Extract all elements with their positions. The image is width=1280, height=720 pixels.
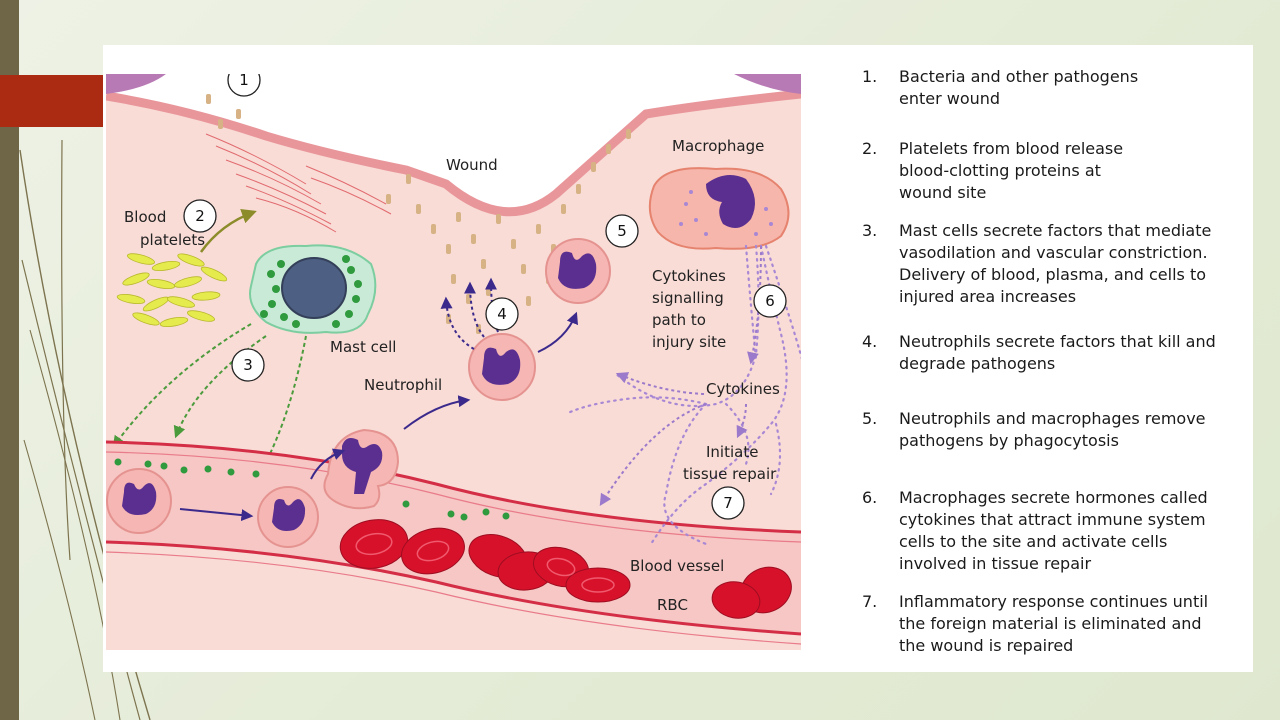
vessel-neutrophil-left [106, 468, 172, 534]
mast-cell-nucleus [281, 257, 347, 319]
step-line: Macrophages secrete hormones called [899, 488, 1208, 507]
marker-6: 6 [753, 284, 787, 318]
rbc-highlights [355, 532, 615, 593]
label-tissue-repair-2: tissue repair [683, 465, 777, 483]
marker-3: 3 [231, 348, 265, 382]
accent-block [0, 75, 103, 127]
step-text: Mast cells secrete factors that mediate … [899, 220, 1247, 308]
marker-4: 4 [485, 297, 519, 331]
step-number: 2. [862, 139, 878, 158]
cytokine-arrows [599, 245, 762, 507]
neutrophil-secretion-arrows [440, 277, 499, 350]
neutrophil-exit-arrow [403, 395, 471, 430]
step-line: Delivery of blood, plasma, and cells to [899, 265, 1207, 284]
step-text: Inflammatory response continues until th… [899, 591, 1247, 657]
label-macrophage: Macrophage [672, 137, 764, 155]
step-text: Bacteria and other pathogens enter wound [899, 66, 1247, 110]
step-number: 6. [862, 488, 878, 507]
skin-cap-right [734, 74, 801, 94]
svg-text:5: 5 [617, 222, 627, 240]
left-sidebar-bar [0, 0, 19, 720]
svg-text:6: 6 [765, 292, 775, 310]
vessel-flow-arrow [179, 508, 254, 522]
svg-text:1: 1 [239, 74, 249, 89]
marker-5: 5 [605, 214, 639, 248]
label-cytokines-path-2: signalling [652, 289, 724, 307]
step-line: involved in tissue repair [899, 554, 1092, 573]
label-cytokines-path-1: Cytokines [652, 267, 726, 285]
skin-cap-left [106, 74, 166, 94]
phagocyte-arrow [537, 311, 579, 353]
marker-2: 2 [183, 199, 217, 233]
step-number: 7. [862, 592, 878, 611]
air-region [106, 74, 801, 212]
step-line: the foreign material is eliminated and [899, 614, 1202, 633]
step-line: wound site [899, 183, 987, 202]
vessel-wall-bottom [106, 540, 801, 636]
bacteria [206, 94, 631, 344]
vessel-wall-bottom-inner [106, 551, 801, 645]
red-blood-cells [339, 519, 792, 619]
label-cytokines: Cytokines [706, 380, 780, 398]
step-number: 4. [862, 332, 878, 351]
platelets [116, 253, 228, 328]
step-text: Neutrophils secrete factors that kill an… [899, 331, 1247, 375]
step-text: Macrophages secrete hormones called cyto… [899, 487, 1247, 575]
label-neutrophil: Neutrophil [364, 376, 442, 394]
macrophage-granules [679, 190, 773, 236]
step-line: degrade pathogens [899, 354, 1056, 373]
phagocytic-neutrophil [545, 238, 611, 304]
step-line: blood-clotting proteins at [899, 161, 1101, 180]
mast-cell-arrows [112, 323, 307, 469]
label-blood-platelets-2: platelets [140, 231, 205, 249]
step-number: 5. [862, 409, 878, 428]
label-blood-vessel: Blood vessel [630, 557, 724, 575]
macrophage-nucleus [706, 175, 755, 228]
label-cytokines-path-3: path to [652, 311, 706, 329]
step-line: enter wound [899, 89, 1001, 108]
clotting-fibers [205, 133, 392, 233]
step-line: Neutrophils and macrophages remove [899, 409, 1206, 428]
step-line: cytokines that attract immune system [899, 510, 1206, 529]
step-line: Mast cells secrete factors that mediate [899, 221, 1212, 240]
step-line: Neutrophils secrete factors that kill an… [899, 332, 1216, 351]
step-line: Bacteria and other pathogens [899, 67, 1139, 86]
svg-text:2: 2 [195, 207, 205, 225]
tissue-neutrophil [468, 333, 536, 401]
label-rbc: RBC [657, 596, 688, 614]
vessel-wall-top [106, 440, 801, 534]
step-text: Neutrophils and macrophages remove patho… [899, 408, 1247, 452]
macrophage [648, 167, 790, 250]
svg-text:4: 4 [497, 305, 507, 323]
step-line: injured area increases [899, 287, 1077, 306]
vessel-granules [114, 458, 510, 521]
step-line: pathogens by phagocytosis [899, 431, 1119, 450]
step-line: the wound is repaired [899, 636, 1074, 655]
marker-7: 7 [711, 486, 745, 520]
mast-cell-granules [260, 255, 362, 328]
vessel-neutrophil-right [257, 486, 319, 548]
step-line: Platelets from blood release [899, 139, 1124, 158]
inflammation-diagram: 1 2 3 4 5 6 7 Wound Macrophage Blood pla… [106, 74, 801, 650]
step-line: Inflammatory response continues until [899, 592, 1209, 611]
platelet-arrow [199, 209, 257, 253]
step-number: 1. [862, 67, 878, 86]
label-wound: Wound [446, 156, 498, 174]
step-line: vasodilation and vascular constriction. [899, 243, 1208, 262]
vessel-wall-top-inner [106, 451, 801, 543]
label-cytokines-path-4: injury site [652, 333, 726, 351]
step-text: Platelets from blood release blood-clott… [899, 138, 1247, 204]
transmigration-arrow [310, 448, 346, 480]
label-blood-platelets-1: Blood [124, 208, 166, 226]
svg-text:7: 7 [723, 494, 733, 512]
label-mast-cell: Mast cell [330, 338, 396, 356]
step-number: 3. [862, 221, 878, 240]
marker-1: 1 [227, 74, 261, 97]
label-tissue-repair-1: Initiate [706, 443, 758, 461]
step-line: cells to the site and activate cells [899, 532, 1168, 551]
svg-text:3: 3 [243, 356, 253, 374]
